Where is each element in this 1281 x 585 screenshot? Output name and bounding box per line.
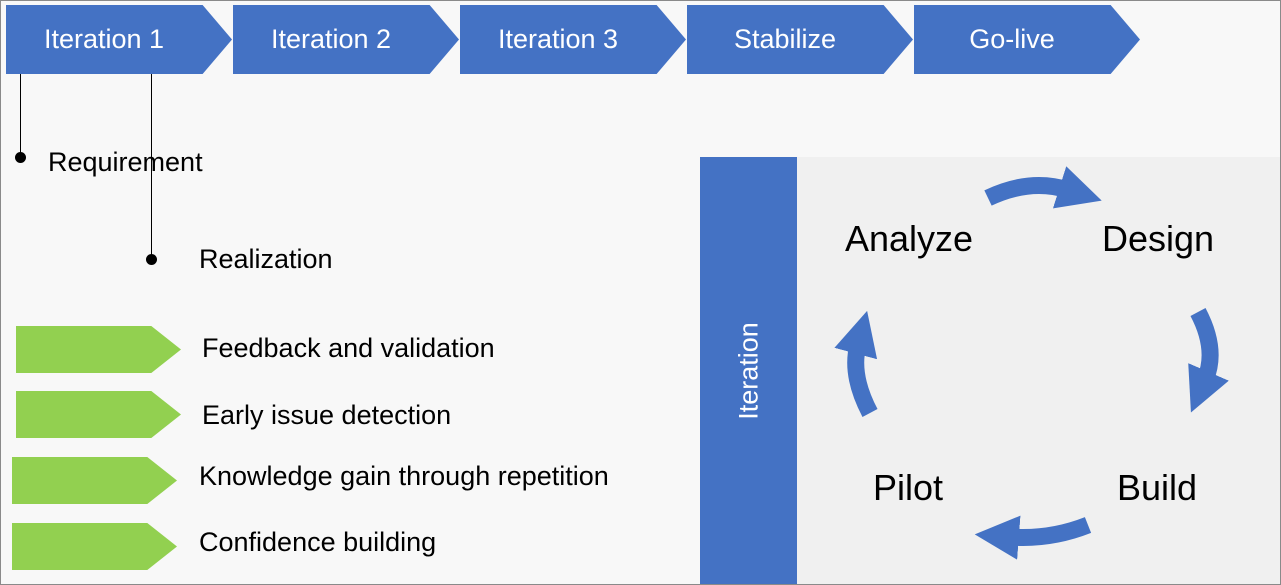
benefit-early-issue: Early issue detection — [202, 400, 452, 430]
arrow-build-to-pilot — [974, 515, 1092, 560]
benefit-chevron-4 — [12, 523, 177, 570]
benefit-feedback: Feedback and validation — [202, 333, 495, 363]
arrow-design-to-build — [1188, 308, 1229, 413]
arrow-analyze-to-design — [984, 166, 1102, 209]
benefit-chevron-2 — [16, 391, 181, 438]
timeline-step-stabilize: Stabilize — [687, 5, 913, 74]
benefit-confidence: Confidence building — [199, 527, 437, 557]
timeline-step-iteration-1: Iteration 1 — [6, 5, 232, 74]
requirement-label: Requirement — [48, 147, 203, 177]
phase-design: Design — [1102, 218, 1215, 259]
realization-connector — [151, 74, 152, 260]
iteration-bar: Iteration — [700, 157, 797, 584]
timeline-step-iteration-3: Iteration 3 — [460, 5, 686, 74]
phase-pilot: Pilot — [873, 467, 944, 508]
realization-dot — [146, 254, 157, 265]
requirement-connector — [20, 74, 21, 158]
timeline-step-go-live: Go-live — [914, 5, 1140, 74]
phase-analyze: Analyze — [845, 218, 974, 259]
benefit-chevron-3 — [12, 457, 177, 504]
realization-label: Realization — [199, 244, 333, 274]
phase-build: Build — [1117, 467, 1198, 508]
timeline-step-iteration-2: Iteration 2 — [233, 5, 459, 74]
benefit-knowledge: Knowledge gain through repetition — [199, 461, 609, 491]
benefit-chevron-1 — [16, 326, 181, 373]
requirement-dot — [15, 152, 26, 163]
arrow-pilot-to-analyze — [834, 310, 878, 417]
